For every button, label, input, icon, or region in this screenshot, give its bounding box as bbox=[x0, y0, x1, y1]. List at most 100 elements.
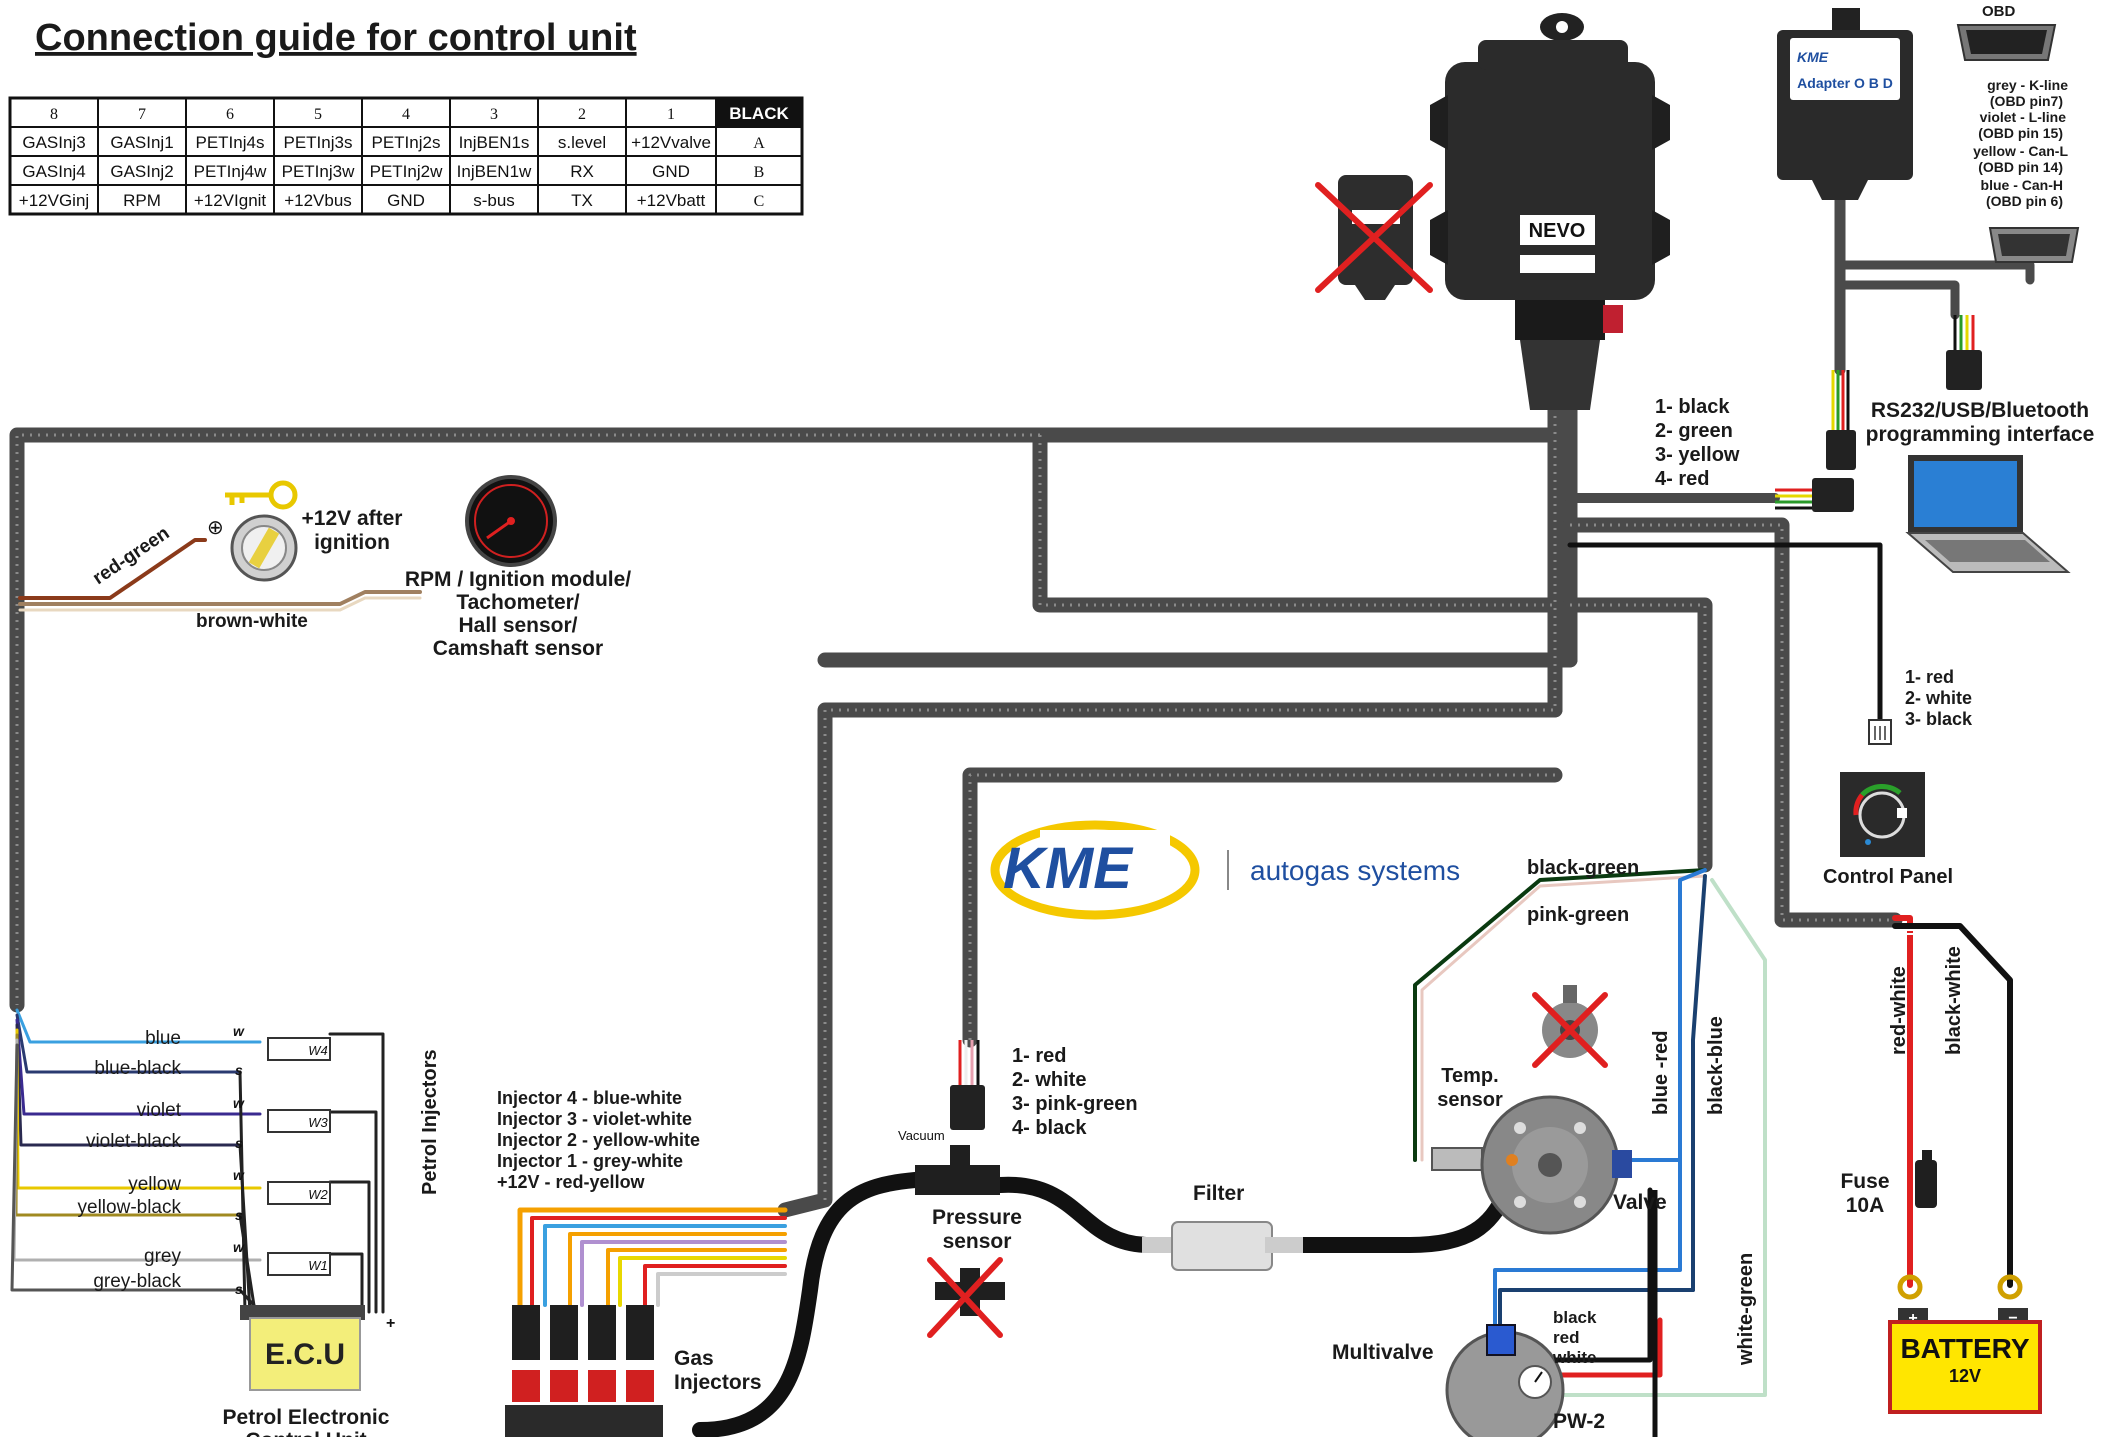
svg-text:Injector 3 - violet-white: Injector 3 - violet-white bbox=[497, 1109, 692, 1129]
svg-text:Tachometer/: Tachometer/ bbox=[456, 591, 579, 614]
svg-text:3- yellow: 3- yellow bbox=[1655, 444, 1740, 466]
table-header-4: 4 bbox=[402, 106, 410, 123]
filter-label: Filter bbox=[1193, 1182, 1244, 1205]
table-cell: PETInj4s bbox=[196, 133, 265, 152]
svg-text:2- white: 2- white bbox=[1012, 1069, 1086, 1091]
pressure-sensor-body bbox=[915, 1145, 1000, 1195]
svg-text:(OBD pin 6): (OBD pin 6) bbox=[1986, 193, 2063, 209]
battery-icon: + − BATTERY 12V bbox=[1888, 1308, 2042, 1414]
obd-connector-icon bbox=[1956, 24, 2057, 61]
svg-text:Fuse: Fuse bbox=[1840, 1170, 1889, 1193]
gas-hose-filter-out bbox=[1292, 1187, 1513, 1253]
svg-text:Injector 4 - blue-white: Injector 4 - blue-white bbox=[497, 1088, 682, 1108]
autogas-systems-text: autogas systems bbox=[1250, 855, 1460, 886]
battery-label: BATTERY bbox=[1900, 1333, 2029, 1364]
table-header-1: 1 bbox=[667, 106, 675, 123]
red-white-label: red-white bbox=[1888, 966, 1910, 1055]
petrol-injector-w2: W2 w s bbox=[233, 1167, 331, 1223]
fuse-label: Fuse 10A bbox=[1840, 1170, 1889, 1217]
svg-text:s: s bbox=[235, 1207, 243, 1223]
gas-hose-filter-in bbox=[992, 1176, 1188, 1253]
gas-injector-rail bbox=[505, 1305, 663, 1437]
wiring-harness bbox=[9, 189, 2035, 1218]
ecu-box: E.C.U bbox=[240, 1305, 365, 1391]
table-cell: GASInj2 bbox=[110, 162, 173, 181]
gas-hose-injectors bbox=[692, 1172, 923, 1437]
control-panel-label: Control Panel bbox=[1823, 866, 1953, 888]
table-cell: +12VGinj bbox=[19, 191, 89, 210]
svg-text:+12V after: +12V after bbox=[302, 507, 403, 530]
svg-text:s: s bbox=[235, 1135, 243, 1151]
svg-text:s: s bbox=[235, 1062, 243, 1078]
svg-text:grey - K-line: grey - K-line bbox=[1987, 77, 2068, 93]
petrol-injector-wires bbox=[10, 1008, 385, 1314]
table-cell: s-bus bbox=[473, 191, 515, 210]
svg-text:grey: grey bbox=[144, 1246, 181, 1267]
table-cell: PETInj3w bbox=[282, 162, 355, 181]
black-blue-label: black-blue bbox=[1705, 1016, 1727, 1115]
table-cell: GASInj3 bbox=[22, 133, 85, 152]
svg-text:3- black: 3- black bbox=[1905, 709, 1973, 729]
table-cell: PETInj3s bbox=[284, 133, 353, 152]
pw2-label: PW-2 bbox=[1553, 1410, 1605, 1433]
petrol-injector-w1: W1 w s bbox=[233, 1239, 331, 1297]
black-white-label: black-white bbox=[1943, 946, 1965, 1055]
table-cell: A bbox=[753, 135, 765, 152]
svg-text:Temp.: Temp. bbox=[1441, 1065, 1498, 1087]
svg-text:(OBD pin 15): (OBD pin 15) bbox=[1978, 125, 2063, 141]
svg-text:programming interface: programming interface bbox=[1866, 423, 2095, 446]
svg-text:4- black: 4- black bbox=[1012, 1117, 1087, 1139]
ignition-label: +12V after ignition bbox=[302, 507, 403, 554]
table-cell: s.level bbox=[558, 133, 606, 152]
page-title: Connection guide for control unit bbox=[35, 17, 637, 59]
blue-red-label: blue -red bbox=[1650, 1031, 1672, 1115]
programming-connector-vertical bbox=[1826, 370, 1856, 470]
key-icon bbox=[225, 480, 298, 510]
svg-text:10A: 10A bbox=[1846, 1194, 1885, 1217]
rpm-label: RPM / Ignition module/ Tachometer/ Hall … bbox=[405, 568, 631, 660]
table-cell: +12Vbatt bbox=[637, 191, 706, 210]
svg-text:red: red bbox=[1553, 1328, 1579, 1347]
svg-text:(OBD pin7): (OBD pin7) bbox=[1990, 93, 2063, 109]
svg-text:4- red: 4- red bbox=[1655, 468, 1709, 490]
red-green-label: red-green bbox=[89, 523, 173, 589]
tachometer-icon bbox=[465, 475, 557, 567]
svg-text:Control Unit: Control Unit bbox=[245, 1429, 366, 1437]
black-green-label: black-green bbox=[1527, 857, 1639, 879]
panel-connector bbox=[1868, 719, 1892, 745]
svg-text:RPM / Ignition module/: RPM / Ignition module/ bbox=[405, 568, 631, 591]
svg-text:s: s bbox=[235, 1281, 243, 1297]
ignition-wiring bbox=[18, 538, 422, 612]
svg-text:violet - L-line: violet - L-line bbox=[1980, 109, 2067, 125]
svg-text:w: w bbox=[233, 1023, 245, 1039]
pin-table: 8 7 6 5 4 3 2 1 BLACK GASInj3 GASInj1 PE… bbox=[8, 96, 804, 216]
pressure-wire-legend: 1- red 2- white 3- pink-green 4- black bbox=[1012, 1045, 1138, 1139]
kme-logo-text: KME bbox=[1003, 836, 1134, 901]
pw2-wire-legend: black red white bbox=[1552, 1308, 1597, 1367]
nevo-control-unit: NEVO bbox=[1430, 13, 1670, 410]
pw2-body bbox=[1445, 1324, 1565, 1437]
table-cell: TX bbox=[571, 191, 593, 210]
svg-text:2- green: 2- green bbox=[1655, 420, 1733, 442]
svg-text:violet-black: violet-black bbox=[86, 1131, 182, 1152]
programming-connector-top bbox=[1946, 315, 1982, 390]
svg-text:w: w bbox=[233, 1095, 245, 1111]
svg-text:+12V - red-yellow: +12V - red-yellow bbox=[497, 1172, 646, 1192]
table-cell: InjBEN1s bbox=[459, 133, 530, 152]
svg-text:W2: W2 bbox=[308, 1187, 328, 1202]
svg-text:Petrol Electronic: Petrol Electronic bbox=[223, 1406, 390, 1429]
ecu-plus-sign: + bbox=[386, 1315, 395, 1332]
battery-minus: − bbox=[2008, 1310, 2017, 1327]
svg-text:w: w bbox=[233, 1167, 245, 1183]
svg-text:Injector 2 - yellow-white: Injector 2 - yellow-white bbox=[497, 1130, 700, 1150]
gas-injectors-label: Gas Injectors bbox=[674, 1347, 762, 1394]
reducer-body bbox=[1431, 1095, 1632, 1235]
svg-text:ignition: ignition bbox=[314, 531, 390, 554]
obsolete-unit-crossed bbox=[1315, 175, 1433, 300]
table-cell: C bbox=[754, 193, 765, 210]
temp-sensor-label: Temp. sensor bbox=[1437, 1065, 1503, 1111]
ecu-label: E.C.U bbox=[265, 1338, 345, 1371]
svg-text:Injectors: Injectors bbox=[674, 1371, 762, 1394]
svg-text:1- red: 1- red bbox=[1012, 1045, 1066, 1067]
